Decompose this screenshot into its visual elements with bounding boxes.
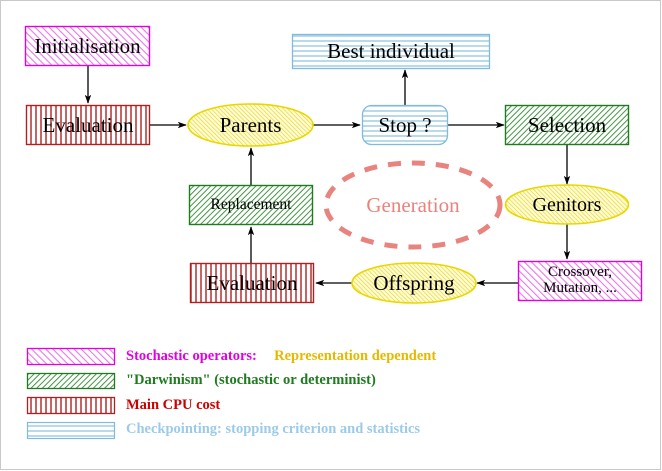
- legend-text-secondary-0: Representation dependent: [274, 348, 437, 364]
- node-initialisation: [24, 25, 151, 67]
- legend-row-checkpointing: Checkpointing: stopping criterion and st…: [126, 421, 421, 437]
- legend-row-main-cpu-cost: Main CPU cost: [126, 397, 221, 413]
- legend-swatch-checkpointing: [26, 421, 116, 440]
- node-crossover-mutation: [517, 260, 643, 302]
- legend-row-stochastic-operators: Stochastic operators: Representation dep…: [126, 348, 436, 365]
- node-genitors: [504, 184, 630, 225]
- node-offspring: [351, 262, 477, 304]
- legend-swatch-main-cpu-cost: [26, 396, 116, 415]
- legend-text-primary-0: Stochastic operators:: [126, 348, 257, 364]
- node-evaluation-bottom: [189, 262, 315, 304]
- node-best-individual: [291, 33, 491, 70]
- node-stop: [361, 104, 449, 146]
- node-selection: [504, 104, 630, 146]
- node-generation-boundary: [323, 160, 503, 250]
- node-parents: [187, 103, 314, 147]
- legend-row-darwinism: "Darwinism" (stochastic or determinist): [126, 372, 376, 388]
- legend-swatch-stochastic-operators: [26, 347, 116, 366]
- node-replacement: [188, 184, 314, 226]
- legend-swatch-darwinism: [26, 372, 116, 390]
- node-evaluation-top: [25, 104, 151, 146]
